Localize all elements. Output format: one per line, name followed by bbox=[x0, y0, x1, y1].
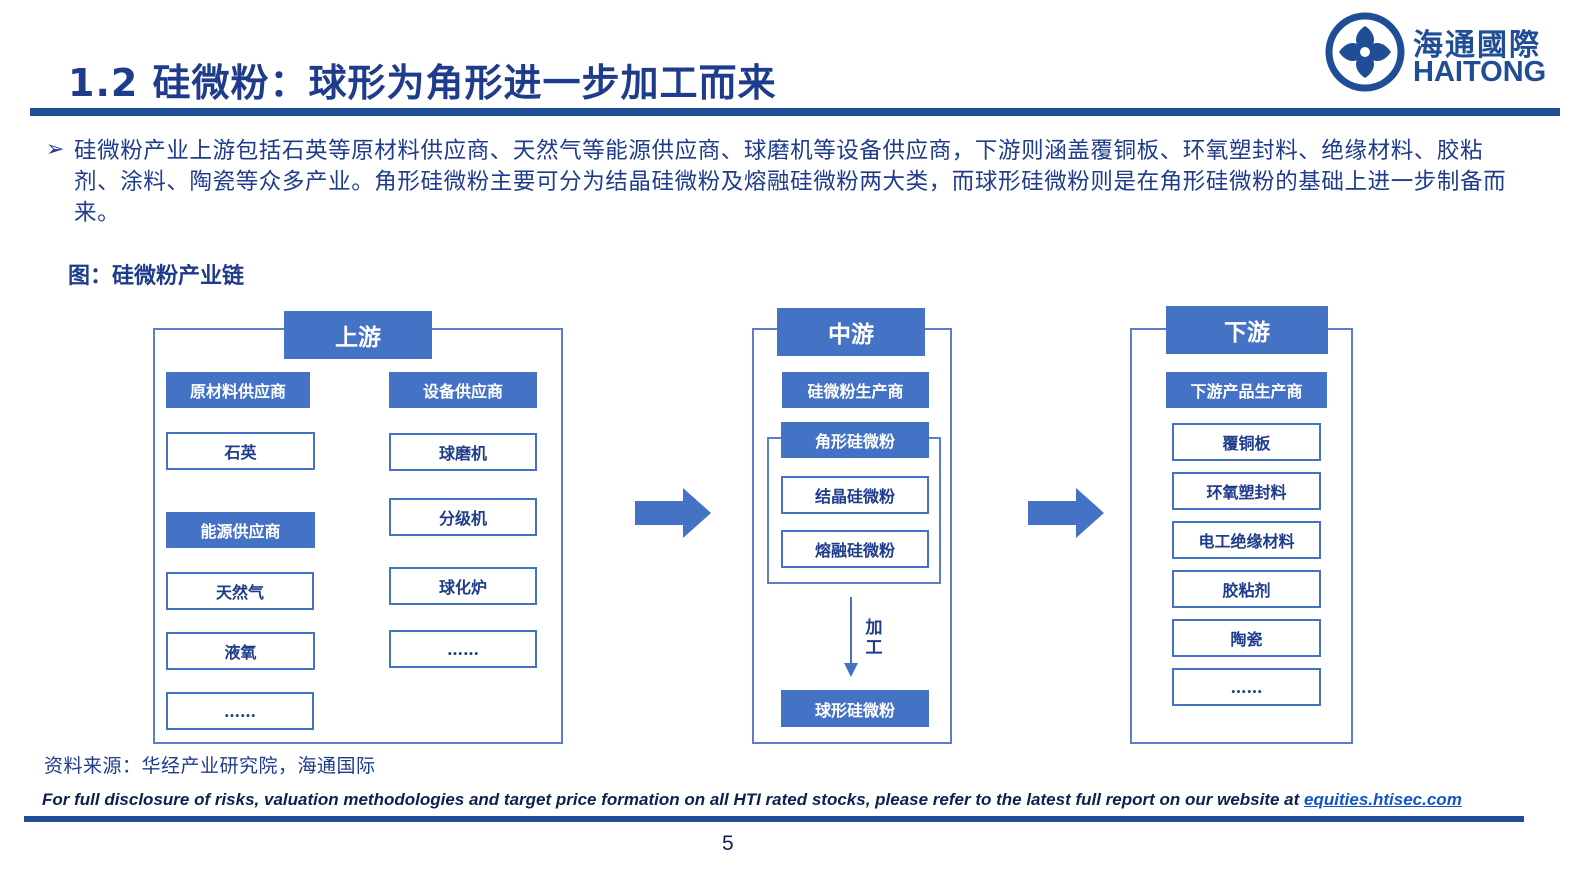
arrow-right-icon bbox=[635, 488, 711, 538]
producer-label: 硅微粉生产商 bbox=[782, 372, 929, 408]
intro-paragraph: 硅微粉产业上游包括石英等原材料供应商、天然气等能源供应商、球磨机等设备供应商，下… bbox=[74, 138, 1507, 226]
equip-item-more: …… bbox=[389, 630, 537, 668]
equip-item-classifier: 分级机 bbox=[389, 498, 537, 536]
downstream-item-ceramic: 陶瓷 bbox=[1172, 619, 1321, 657]
downstream-item-adhesive: 胶粘剂 bbox=[1172, 570, 1321, 608]
angular-item-crystalline: 结晶硅微粉 bbox=[781, 476, 929, 514]
arrow-right-icon bbox=[1028, 488, 1104, 538]
raw-material-label: 原材料供应商 bbox=[166, 372, 310, 408]
page-number: 5 bbox=[722, 832, 734, 855]
energy-item-gas: 天然气 bbox=[166, 572, 314, 610]
spherical-label: 球形硅微粉 bbox=[781, 690, 929, 727]
disclaimer-text: For full disclosure of risks, valuation … bbox=[42, 790, 1300, 809]
energy-item-oxygen: 液氧 bbox=[166, 632, 315, 670]
page-title: 1.2 硅微粉：球形为角形进一步加工而来 bbox=[68, 61, 777, 105]
haitong-logo: 海通國際 HAITONG bbox=[1325, 12, 1565, 94]
energy-item-more: …… bbox=[166, 692, 314, 730]
raw-item-quartz: 石英 bbox=[166, 432, 315, 470]
disclaimer: For full disclosure of risks, valuation … bbox=[42, 790, 1462, 810]
source-note: 资料来源：华经产业研究院，海通国际 bbox=[44, 755, 376, 777]
logo-text-en: HAITONG bbox=[1413, 56, 1547, 88]
downstream-producer-label: 下游产品生产商 bbox=[1166, 372, 1327, 408]
equip-item-ballmill: 球磨机 bbox=[389, 433, 537, 471]
upstream-header: 上游 bbox=[284, 311, 432, 359]
bullet-icon: ➢ bbox=[46, 137, 65, 162]
logo-text-cn: 海通國際 bbox=[1413, 28, 1541, 63]
equipment-label: 设备供应商 bbox=[389, 372, 537, 408]
angular-label: 角形硅微粉 bbox=[781, 422, 929, 458]
header-rule bbox=[30, 108, 1560, 116]
energy-label: 能源供应商 bbox=[166, 512, 315, 548]
angular-item-fused: 熔融硅微粉 bbox=[781, 530, 929, 568]
equip-item-furnace: 球化炉 bbox=[389, 567, 537, 605]
figure-title: 图：硅微粉产业链 bbox=[68, 264, 245, 289]
midstream-header: 中游 bbox=[777, 308, 925, 356]
downstream-item-emc: 环氧塑封料 bbox=[1172, 472, 1321, 510]
footer-rule bbox=[24, 816, 1524, 822]
haitong-emblem-icon bbox=[1325, 12, 1405, 92]
website-link[interactable]: equities.htisec.com bbox=[1304, 790, 1462, 809]
downstream-item-ccl: 覆铜板 bbox=[1172, 423, 1321, 461]
downstream-item-more: …… bbox=[1172, 668, 1321, 706]
arrow-down-icon bbox=[844, 597, 858, 677]
downstream-item-insulation: 电工绝缘材料 bbox=[1172, 521, 1321, 559]
downstream-header: 下游 bbox=[1166, 306, 1328, 354]
process-label: 加工 bbox=[865, 618, 883, 658]
